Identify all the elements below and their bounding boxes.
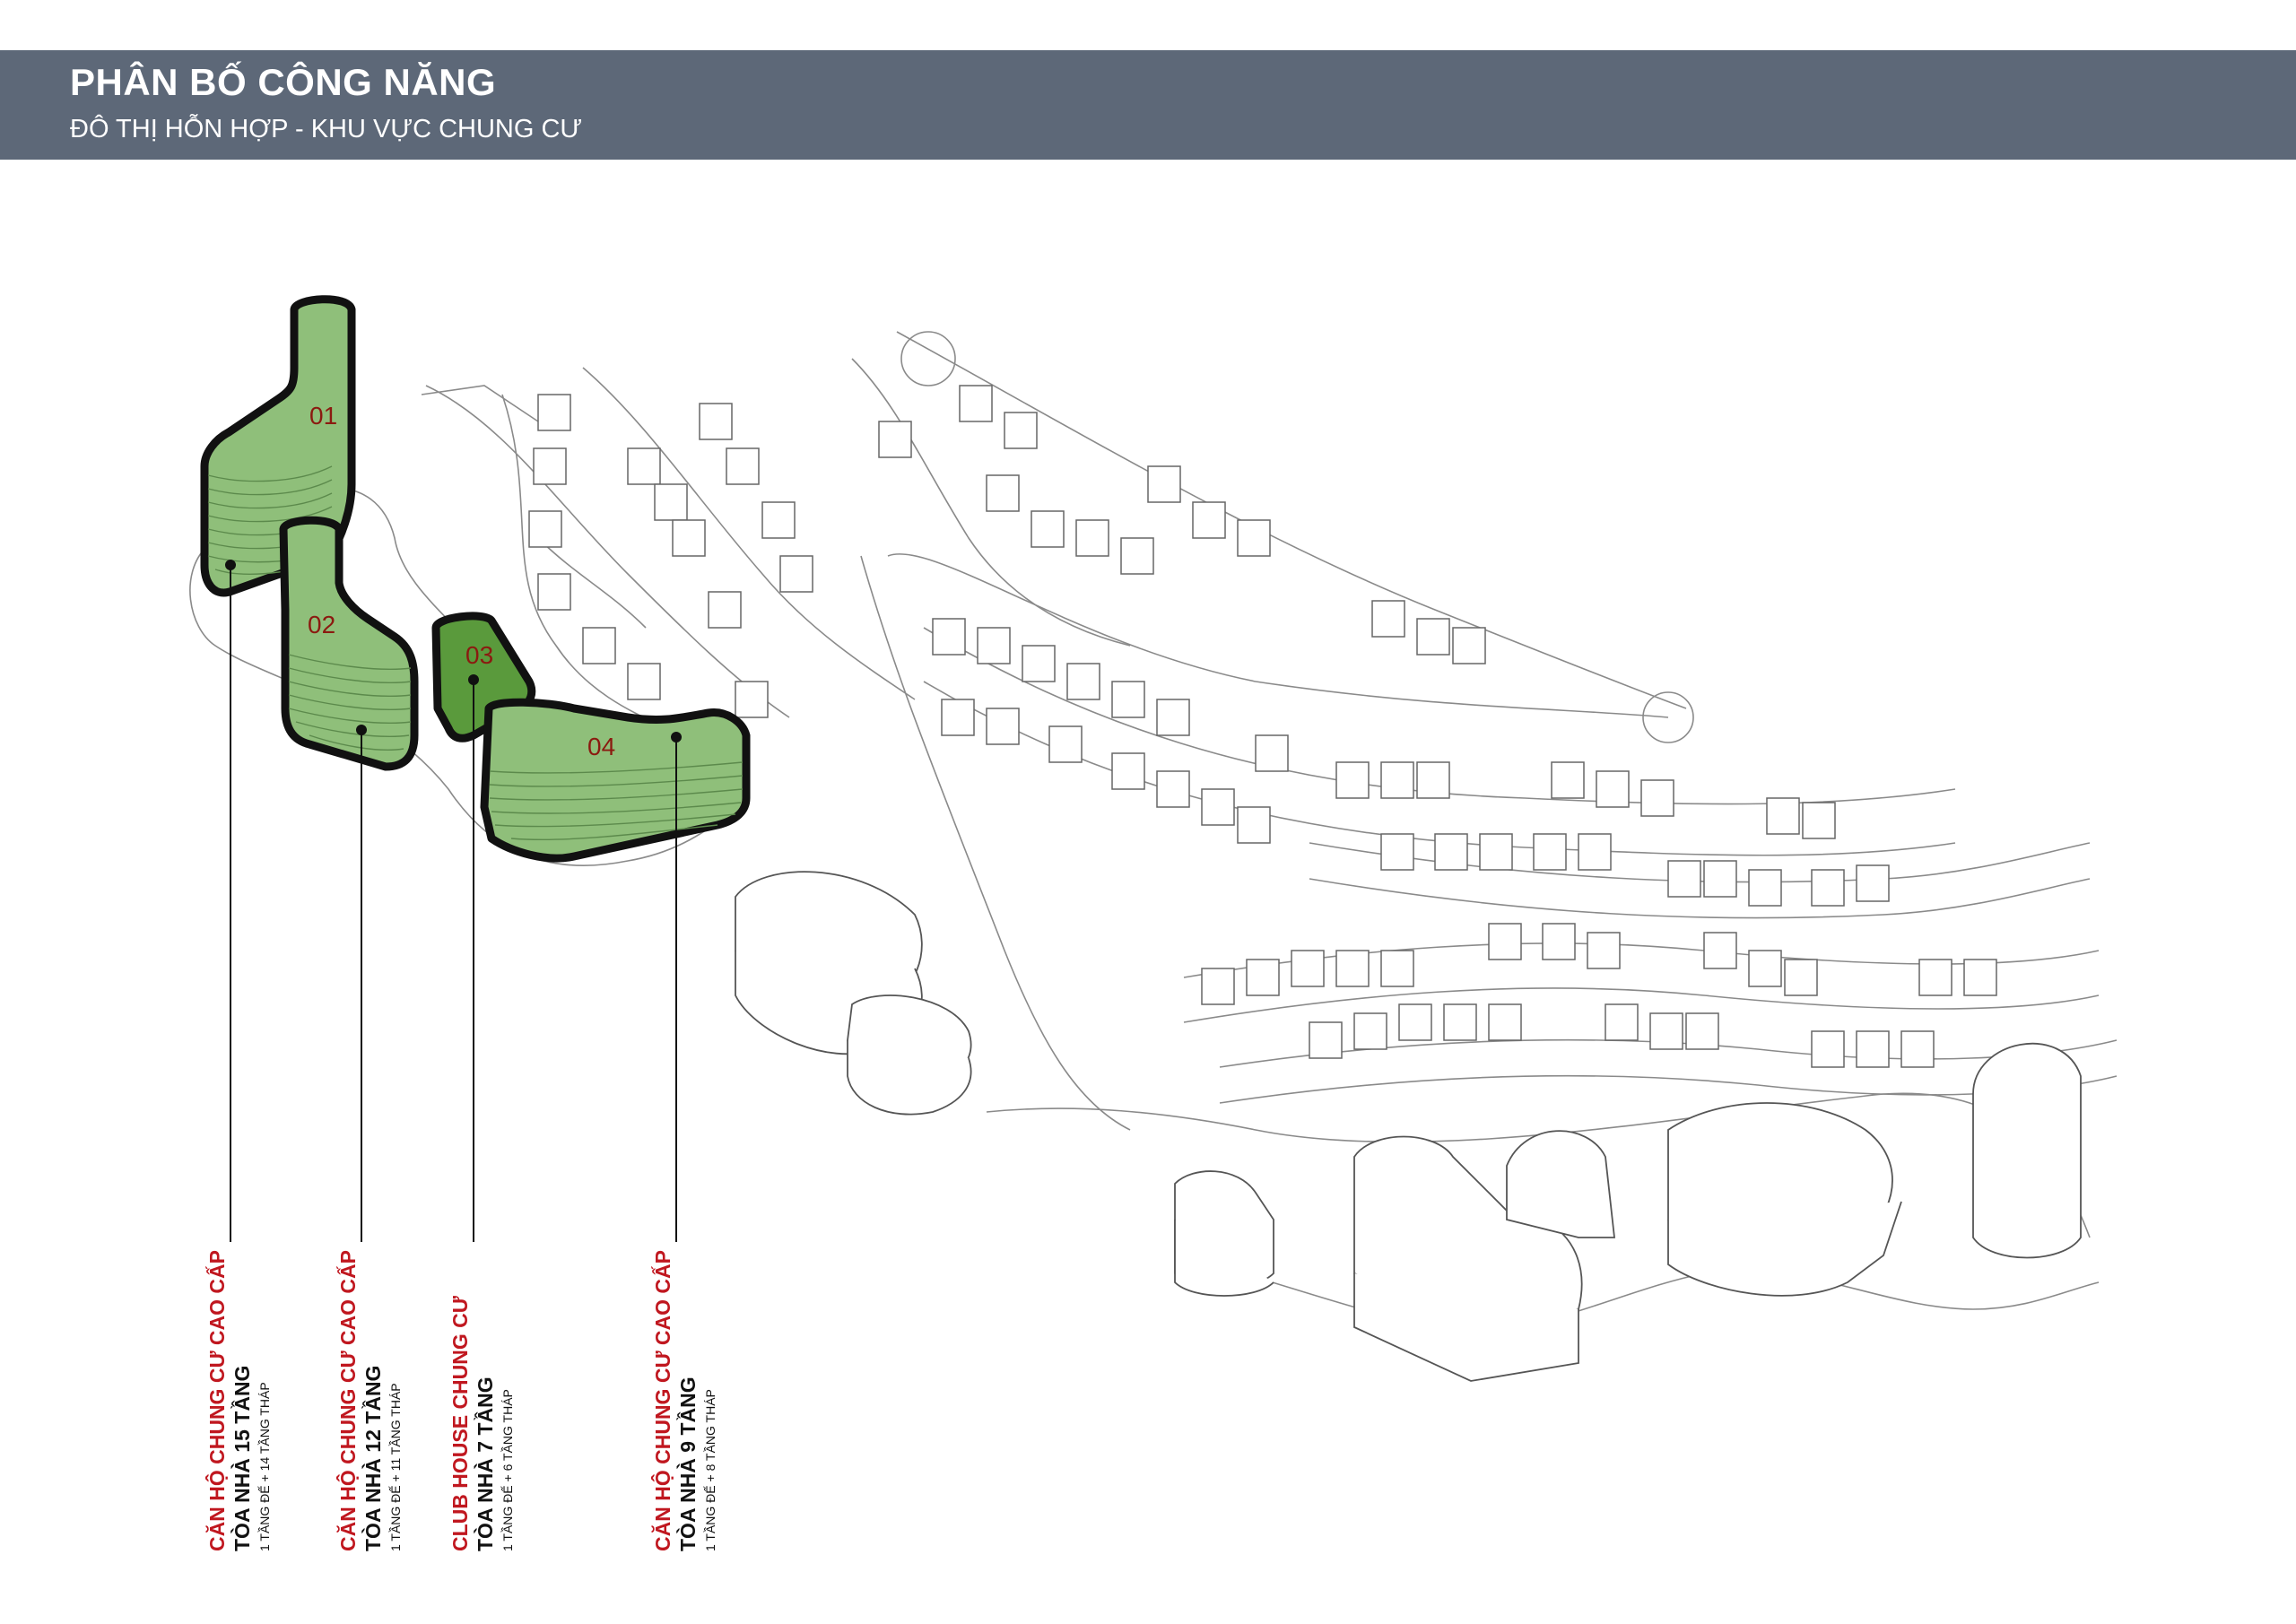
label-building-03: CLUB HOUSE CHUNG CƯ TÒA NHÀ 7 TẦNG 1 TẦN… (448, 762, 555, 1551)
label-building-04: CĂN HỘ CHUNG CƯ CAO CẤP TÒA NHÀ 9 TẦNG 1… (650, 762, 758, 1551)
label-01-floors: TÒA NHÀ 15 TẦNG (230, 1365, 254, 1551)
title-bar: PHÂN BỐ CÔNG NĂNG ĐÔ THỊ HỖN HỢP - KHU V… (0, 50, 2296, 160)
page-subtitle: ĐÔ THỊ HỖN HỢP - KHU VỰC CHUNG CƯ (70, 115, 583, 143)
villa-clusters (528, 385, 1997, 1068)
leader-dot-02 (356, 725, 367, 735)
label-04-detail: 1 TẦNG ĐẾ + 8 TẦNG THÁP (703, 1389, 718, 1551)
label-04-floors: TÒA NHÀ 9 TẦNG (676, 1376, 700, 1551)
label-03-floors: TÒA NHÀ 7 TẦNG (474, 1376, 497, 1551)
building-03-number: 03 (465, 641, 493, 669)
leader-lines (225, 560, 682, 1242)
leader-dot-04 (671, 732, 682, 743)
label-building-02: CĂN HỘ CHUNG CƯ CAO CẤP TÒA NHÀ 12 TẦNG … (335, 762, 443, 1551)
label-02-floors: TÒA NHÀ 12 TẦNG (361, 1365, 385, 1551)
label-03-detail: 1 TẦNG ĐẾ + 6 TẦNG THÁP (500, 1389, 515, 1551)
label-03-type: CLUB HOUSE CHUNG CƯ (448, 1296, 472, 1551)
label-building-01: CĂN HỘ CHUNG CƯ CAO CẤP TÒA NHÀ 15 TẦNG … (204, 762, 312, 1551)
leader-dot-01 (225, 560, 236, 570)
building-01-number: 01 (309, 402, 337, 430)
label-02-detail: 1 TẦNG ĐẾ + 11 TẦNG THÁP (388, 1383, 403, 1551)
building-02 (279, 516, 419, 771)
label-01-type: CĂN HỘ CHUNG CƯ CAO CẤP (205, 1250, 229, 1551)
page-title: PHÂN BỐ CÔNG NĂNG (70, 61, 497, 103)
leader-dot-03 (468, 674, 479, 685)
tower-buildings (735, 871, 2082, 1382)
label-01-detail: 1 TẦNG ĐẾ + 14 TẦNG THÁP (257, 1382, 272, 1551)
building-04 (480, 698, 751, 863)
label-04-type: CĂN HỘ CHUNG CƯ CAO CẤP (651, 1250, 674, 1551)
label-02-type: CĂN HỘ CHUNG CƯ CAO CẤP (336, 1250, 360, 1551)
building-02-block (279, 516, 419, 771)
building-04-number: 04 (587, 733, 615, 760)
building-02-number: 02 (308, 611, 335, 638)
